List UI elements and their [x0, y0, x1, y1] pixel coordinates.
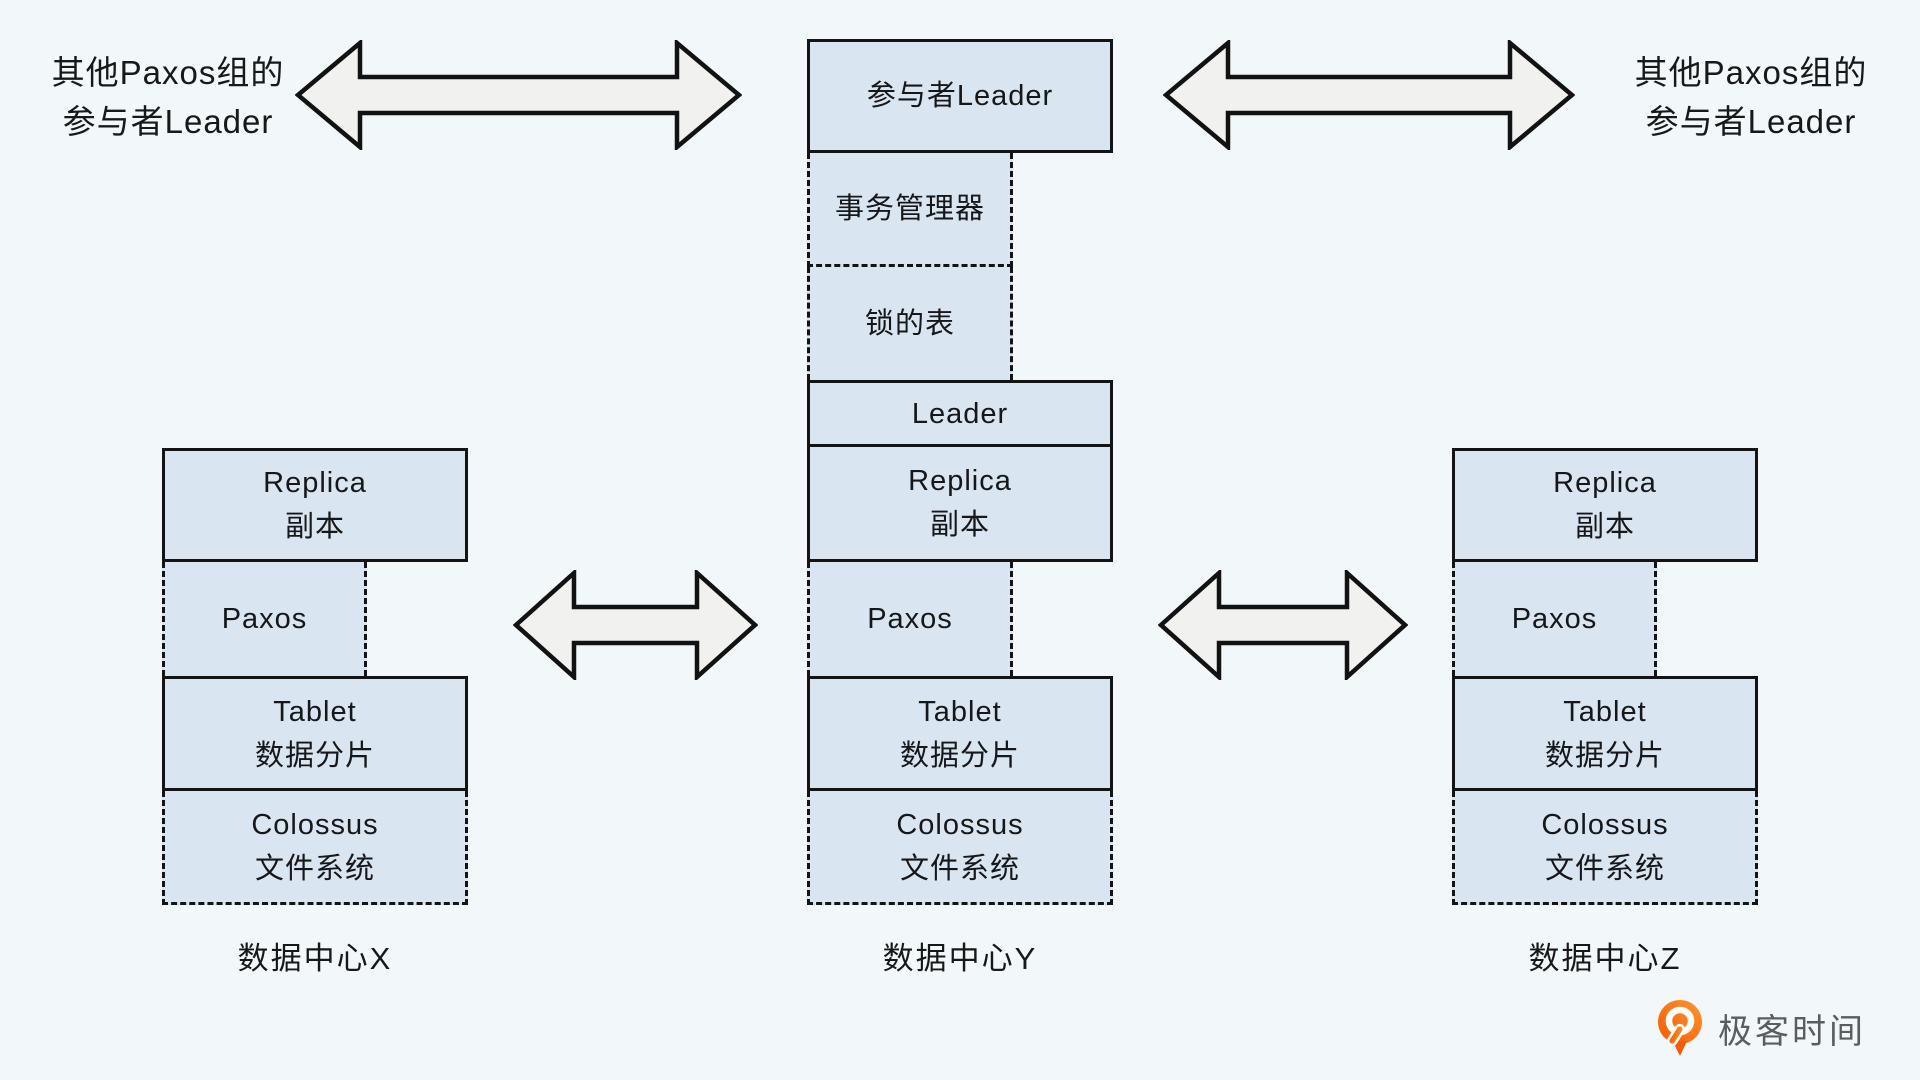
geektime-logo-text: 极客时间	[1718, 1012, 1866, 1051]
other-paxos-group-label-right: 其他Paxos组的 参与者Leader	[1611, 48, 1891, 146]
box-label: Tablet	[273, 695, 357, 728]
replica-box-center: Replica 副本	[807, 444, 1113, 562]
geektime-logo: 极客时间	[1656, 998, 1866, 1058]
tablet-box-center: Tablet 数据分片	[807, 676, 1113, 791]
tablet-box-left: Tablet 数据分片	[162, 676, 468, 791]
datacenter-x-label: 数据中心X	[237, 941, 393, 976]
box-label: 数据分片	[1544, 739, 1665, 772]
paxos-box-right: Paxos	[1452, 562, 1657, 676]
double-arrow-middle-right-icon	[1158, 570, 1408, 680]
box-label: Replica	[908, 465, 1012, 497]
colossus-box-left: Colossus 文件系统	[162, 791, 468, 905]
tablet-box-right: Tablet 数据分片	[1452, 676, 1758, 791]
paxos-box-left: Paxos	[162, 562, 367, 676]
box-label: 参与者Leader	[866, 80, 1054, 112]
box-label: Replica	[1553, 467, 1657, 499]
box-label: Tablet	[1563, 695, 1647, 728]
box-label: 数据分片	[254, 739, 375, 772]
box-label: Paxos	[221, 603, 308, 635]
side-label-line: 参与者Leader	[1645, 103, 1857, 140]
double-arrow-top-right-icon	[1163, 40, 1575, 150]
leader-box: Leader	[807, 380, 1113, 447]
box-label: 副本	[284, 511, 345, 543]
box-label: Leader	[911, 397, 1009, 430]
paxos-box-center: Paxos	[807, 562, 1013, 676]
box-label: 数据分片	[899, 739, 1020, 772]
box-label: Colossus	[1541, 808, 1669, 841]
transaction-manager-box: 事务管理器	[807, 153, 1013, 267]
box-label: 事务管理器	[834, 192, 985, 225]
participant-leader-box: 参与者Leader	[807, 39, 1113, 153]
box-label: 文件系统	[254, 852, 375, 885]
box-label: 锁的表	[864, 307, 955, 340]
datacenter-z-label: 数据中心Z	[1528, 941, 1682, 976]
side-label-line: 参与者Leader	[62, 103, 274, 140]
datacenter-y-label: 数据中心Y	[882, 941, 1038, 976]
double-arrow-middle-left-icon	[513, 570, 758, 680]
side-label-line: 其他Paxos组的	[1634, 54, 1868, 91]
replica-box-right: Replica 副本	[1452, 448, 1758, 562]
colossus-box-right: Colossus 文件系统	[1452, 791, 1758, 905]
lock-table-box: 锁的表	[807, 267, 1013, 380]
colossus-box-center: Colossus 文件系统	[807, 791, 1113, 905]
box-label: Paxos	[867, 603, 953, 635]
box-label: 文件系统	[1544, 852, 1665, 885]
geektime-logo-icon	[1658, 1000, 1702, 1056]
double-arrow-top-left-icon	[295, 40, 742, 150]
box-label: Colossus	[251, 808, 379, 841]
other-paxos-group-label-left: 其他Paxos组的 参与者Leader	[28, 48, 308, 146]
box-label: Tablet	[918, 695, 1002, 728]
box-label: 副本	[929, 509, 990, 541]
box-label: Colossus	[896, 808, 1024, 841]
box-label: 副本	[1574, 511, 1635, 543]
box-label: Paxos	[1511, 603, 1598, 635]
replica-box-left: Replica 副本	[162, 448, 468, 562]
side-label-line: 其他Paxos组的	[51, 54, 285, 91]
box-label: Replica	[263, 467, 367, 499]
box-label: 文件系统	[899, 852, 1020, 885]
